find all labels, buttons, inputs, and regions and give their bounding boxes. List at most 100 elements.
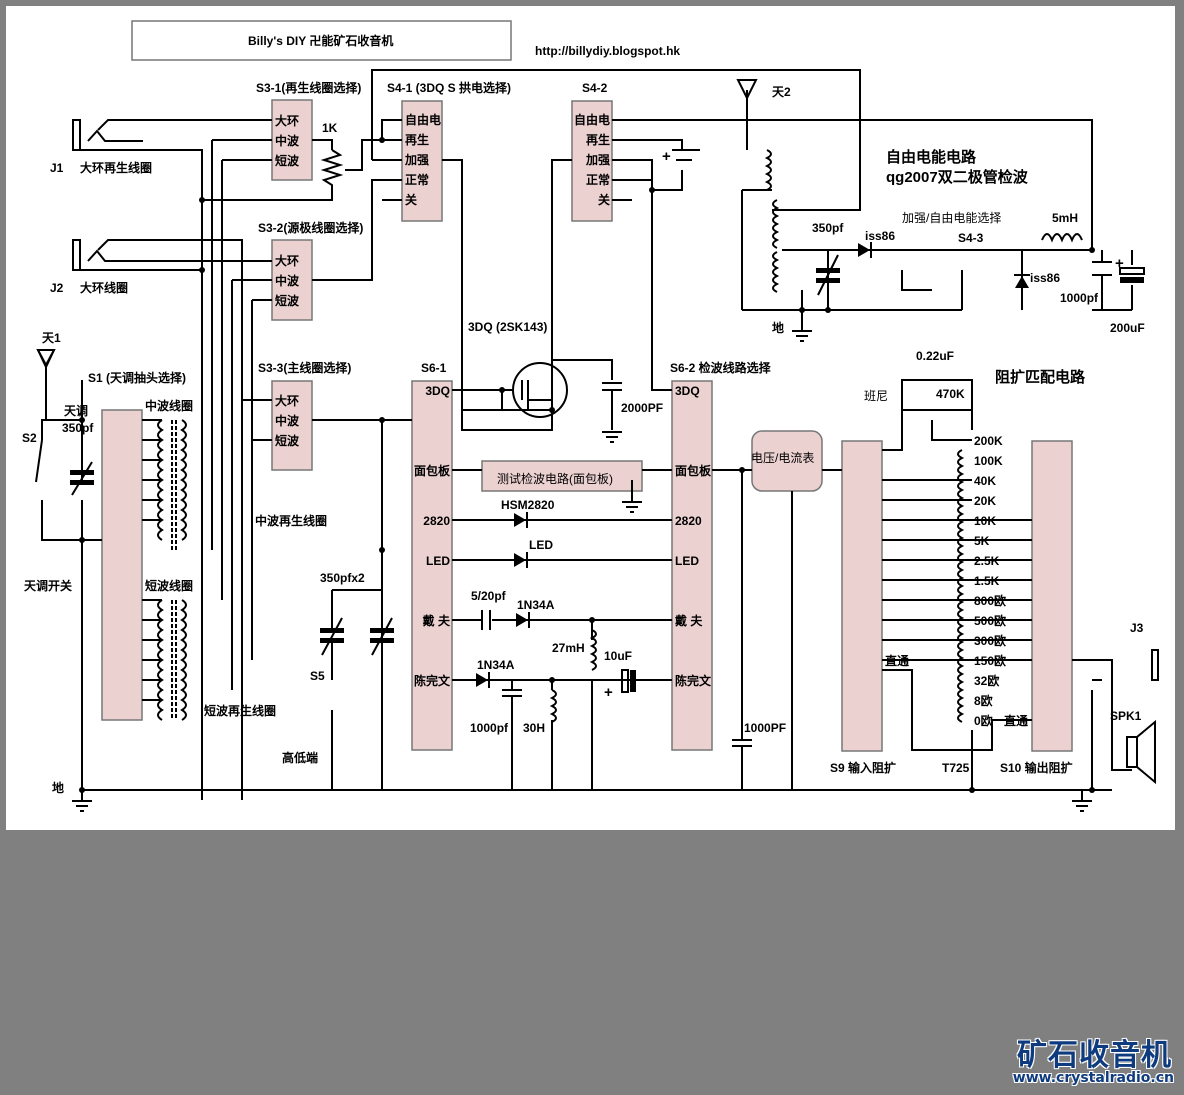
s4-2-switch[interactable]	[571, 100, 613, 222]
fet-label: 3DQ (2SK143)	[468, 320, 547, 334]
s4-3-label: S4-3	[958, 231, 984, 245]
spk-label: SPK1	[1110, 709, 1142, 723]
s4-2-opt-normal: 正常	[586, 172, 610, 187]
ground2-label: 地	[772, 320, 784, 335]
s4-1-opt-regen: 再生	[405, 132, 429, 147]
tap-label: 20K	[974, 494, 996, 508]
cap-200uf-icon	[1119, 267, 1145, 275]
inductor-5mh-icon	[1041, 233, 1083, 243]
pot-1k-label: 1K	[322, 121, 338, 135]
tap-label: 32欧	[974, 673, 999, 688]
tap-label: 150欧	[974, 653, 1006, 668]
antenna-coil-icon	[764, 149, 772, 191]
s3-1-switch[interactable]	[271, 99, 313, 181]
diode-iss86-a-icon	[858, 243, 870, 257]
cap-022-label: 0.22uF	[916, 349, 954, 363]
ant-tune-switch-label: 天调开关	[24, 578, 72, 593]
meter-box[interactable]	[751, 430, 823, 492]
s4-1-opt-free: 自由电	[405, 112, 441, 127]
damping-label: 班尼	[864, 389, 888, 403]
s6-1-opt-dave: 戴 夫	[423, 613, 451, 628]
s4-2-opt-regen: 再生	[586, 132, 610, 147]
s3-1-opt-sw: 短波	[275, 153, 300, 168]
s10-switch[interactable]	[1031, 440, 1073, 752]
title-box	[131, 20, 512, 61]
s1-switch[interactable]	[101, 409, 143, 721]
s4-2-opt-boost: 加强	[585, 152, 610, 167]
variable-cap-icon	[70, 254, 840, 656]
cap-1000pf-b-label: 1000pf	[1060, 291, 1099, 305]
tertiary-coil-icon	[772, 251, 780, 293]
tap-label: 1.5K	[974, 574, 1000, 588]
speaker-icon	[1126, 719, 1156, 785]
diode-1n34a-b-icon	[476, 673, 488, 687]
s4-1-opt-boost: 加强	[404, 152, 429, 167]
iss86-b-label: iss86	[1030, 271, 1060, 285]
sw-secondary-coil-icon	[180, 599, 187, 721]
battery-plus: +	[662, 148, 671, 165]
mw-coil-icon	[157, 419, 164, 541]
hsm-label: HSM2820	[501, 498, 555, 512]
s6-1-switch[interactable]	[411, 380, 453, 751]
s4-2-opt-free: 自由电	[574, 112, 610, 127]
sw-coil-label: 短波线圈	[145, 578, 193, 593]
s9-label: S9 输入阻扩	[830, 760, 896, 775]
j2-label: J2	[50, 281, 64, 295]
title-text: Billy's DIY 卍能矿石收音机	[248, 33, 393, 48]
match-title: 阻扩匹配电路	[995, 368, 1086, 386]
s4-2-opt-off: 关	[598, 192, 610, 207]
cap-10uf-icon	[621, 669, 629, 693]
s6-2-switch[interactable]	[671, 380, 713, 751]
s6-1-opt-breadboard: 面包板	[414, 463, 451, 478]
s4-1-switch[interactable]	[401, 100, 443, 222]
s3-1-label: S3-1(再生线圈选择)	[256, 80, 361, 95]
s4-2-label: S4-2	[582, 81, 608, 95]
hi-lo-label: 高低端	[282, 750, 318, 765]
tune-cap-label: 350pfx2	[320, 571, 365, 585]
tap-label: 500欧	[974, 613, 1006, 628]
tap-label: 800欧	[974, 593, 1006, 608]
meter-label: 电压/电流表	[751, 451, 814, 465]
s3-3-opt-mw: 中波	[275, 413, 300, 428]
cap-2000-label: 2000PF	[621, 401, 663, 415]
test-detector-box[interactable]	[481, 460, 643, 492]
s6-2-opt-chen: 陈完文	[675, 673, 712, 688]
s3-1-opt-mw: 中波	[275, 133, 300, 148]
free-title-2: qg2007双二极管检波	[886, 168, 1029, 186]
s6-1-opt-led: LED	[426, 554, 450, 568]
transformer-taps: 200K100K40K20K10K5K2.5K1.5K800欧500欧300欧1…	[974, 434, 1006, 728]
ground-label: 地	[52, 780, 64, 795]
s10-label: S10 输出阻扩	[1000, 760, 1073, 775]
s3-3-switch[interactable]	[271, 380, 313, 471]
ferrite-core-icon	[171, 420, 177, 720]
cap-1000pf-meter-label: 1000PF	[744, 721, 786, 735]
led-label: LED	[529, 538, 553, 552]
s6-1-opt-2820: 2820	[423, 514, 450, 528]
inductor-30h-icon	[549, 689, 557, 723]
tap-label: 2.5K	[974, 554, 1000, 568]
s6-2-opt-3dq: 3DQ	[675, 384, 700, 398]
s4-1-opt-off: 关	[405, 192, 417, 207]
diode-led-icon	[514, 553, 526, 567]
j2-desc: 大环线圈	[80, 280, 128, 295]
s4-1-opt-normal: 正常	[405, 172, 429, 187]
inductor-27mh-icon	[589, 629, 597, 671]
s4-1-label: S4-1 (3DQ S 拱电选择)	[387, 80, 511, 95]
tap-label: 100K	[974, 454, 1003, 468]
diode-iss86-b-icon	[1015, 276, 1029, 288]
plus-sign-200uf: +	[1115, 255, 1124, 272]
s1-label: S1 (天调抽头选择)	[88, 370, 186, 385]
s3-2-switch[interactable]	[271, 239, 313, 321]
cap-1000pf-a-label: 1000pf	[470, 721, 509, 735]
diode-1n34a-a-icon	[516, 613, 528, 627]
s3-1-opt-big-loop: 大环	[275, 113, 299, 128]
diode-1n34a-a-label: 1N34A	[517, 598, 555, 612]
tap-label: 8欧	[974, 693, 993, 708]
mw-regen-coil-label: 中波再生线圈	[255, 513, 327, 528]
iss86-a-label: iss86	[865, 229, 895, 243]
s9-switch[interactable]	[841, 440, 883, 752]
mw-coil-label: 中波线圈	[145, 398, 193, 413]
s6-2-opt-led: LED	[675, 554, 699, 568]
tap-label: 200K	[974, 434, 1003, 448]
